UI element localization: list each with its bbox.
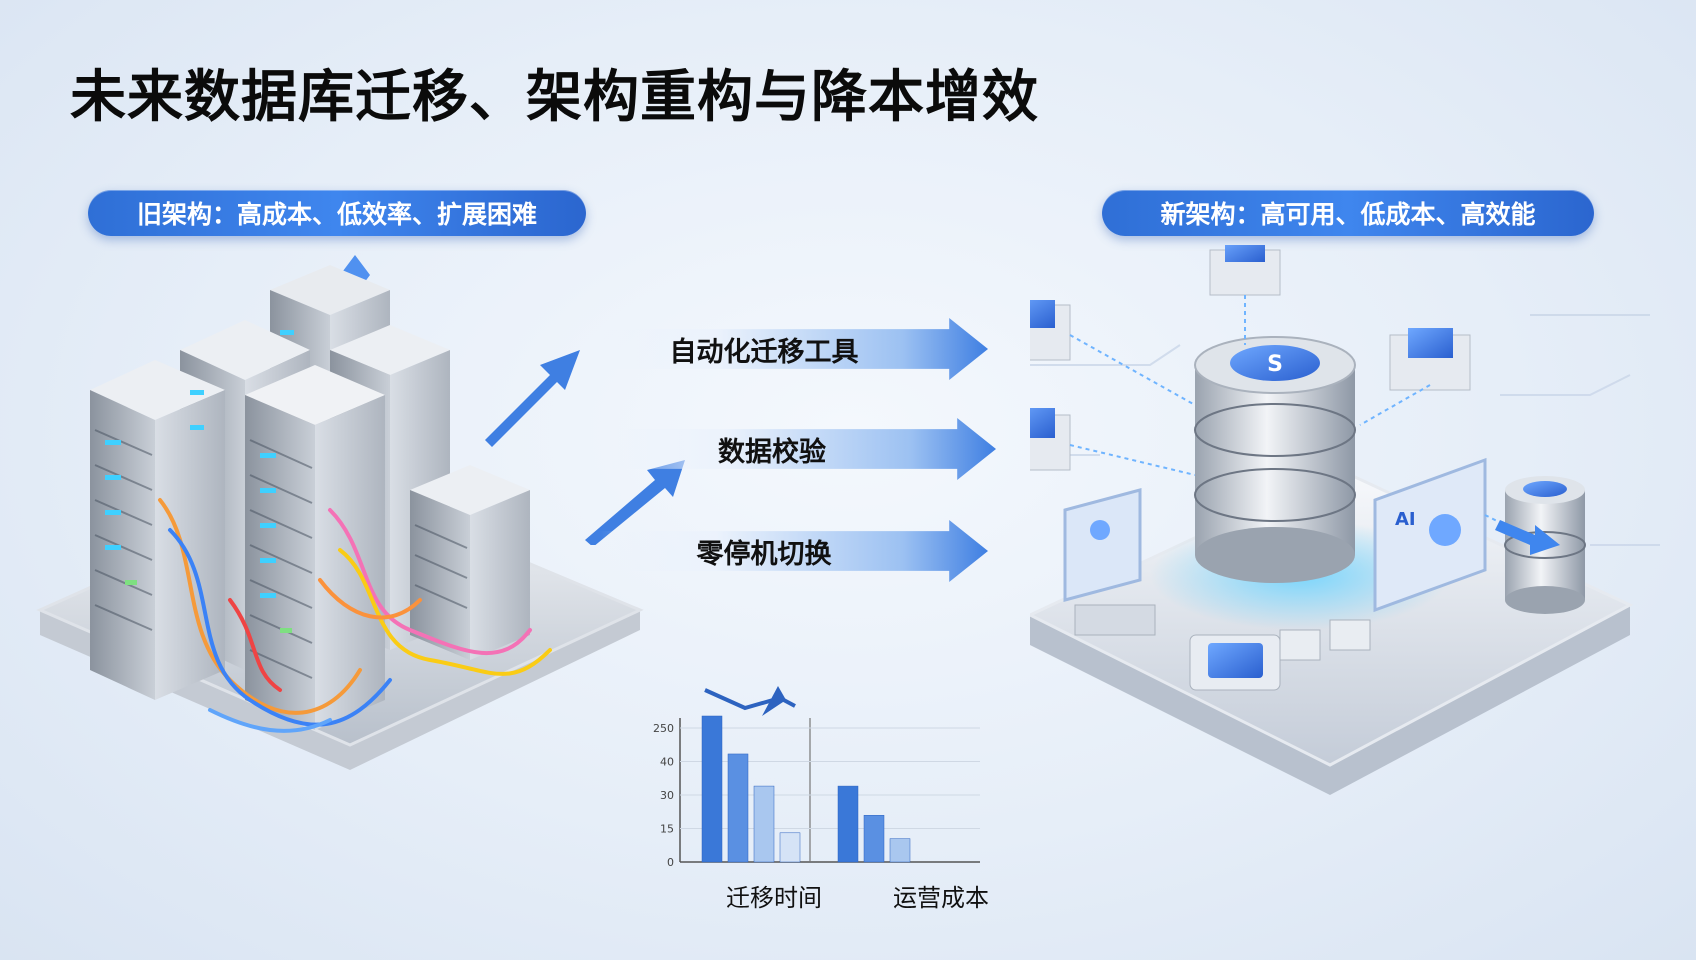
upward-arrow-icon — [585, 460, 685, 545]
new-architecture-badge: 新架构：高可用、低成本、高效能 — [1102, 190, 1594, 236]
component-block-icon — [1329, 619, 1371, 651]
chart-bar — [863, 815, 885, 863]
monitor-icon — [1063, 488, 1156, 636]
network-module-icon — [1030, 300, 1071, 361]
cost-comparison-bar-chart: 0 15 30 40 250 — [653, 686, 980, 869]
page-title: 未来数据库迁移、架构重构与降本增效 — [70, 65, 1039, 130]
chart-bar — [701, 715, 723, 863]
chart-tick-label: 15 — [660, 823, 674, 836]
chart-tick-label: 250 — [653, 722, 674, 735]
status-light-icon — [105, 330, 294, 598]
chart-bar — [753, 785, 775, 863]
ai-panel-icon: AI — [1373, 457, 1487, 613]
upward-arrow-icon — [485, 350, 580, 447]
chart-tick-label: 30 — [660, 789, 674, 802]
chart-tick-label: 0 — [667, 856, 674, 869]
warning-module-icon — [1389, 328, 1471, 391]
new-architecture-illustration: S AI — [1030, 245, 1660, 795]
cloud-module-icon — [1209, 245, 1281, 296]
chart-tick-label: 40 — [660, 756, 674, 769]
chart-bar — [837, 785, 859, 863]
main-database-icon: S — [1194, 336, 1356, 583]
server-rack — [410, 465, 530, 660]
trend-arrow-icon — [762, 686, 786, 716]
chart-bar — [889, 838, 911, 863]
right-arrow-icon — [1495, 520, 1560, 555]
svg-text:AI: AI — [1395, 509, 1416, 530]
old-server-cluster-illustration — [36, 255, 644, 770]
svg-text:S: S — [1267, 352, 1283, 377]
server-rack — [90, 360, 225, 700]
component-block-icon — [1279, 629, 1321, 661]
trend-line — [704, 688, 796, 711]
analytics-module-icon — [1030, 408, 1071, 471]
chart-bar — [779, 832, 801, 863]
old-architecture-badge: 旧架构：高成本、低效率、扩展困难 — [88, 190, 586, 236]
chart-group-label: 迁移时间 — [726, 884, 822, 912]
tangled-cables — [158, 498, 552, 733]
chart-group-label: 运营成本 — [893, 884, 989, 912]
security-chip-icon — [1189, 634, 1281, 691]
chart-bar — [727, 753, 749, 863]
replica-database-icon — [1504, 476, 1586, 614]
